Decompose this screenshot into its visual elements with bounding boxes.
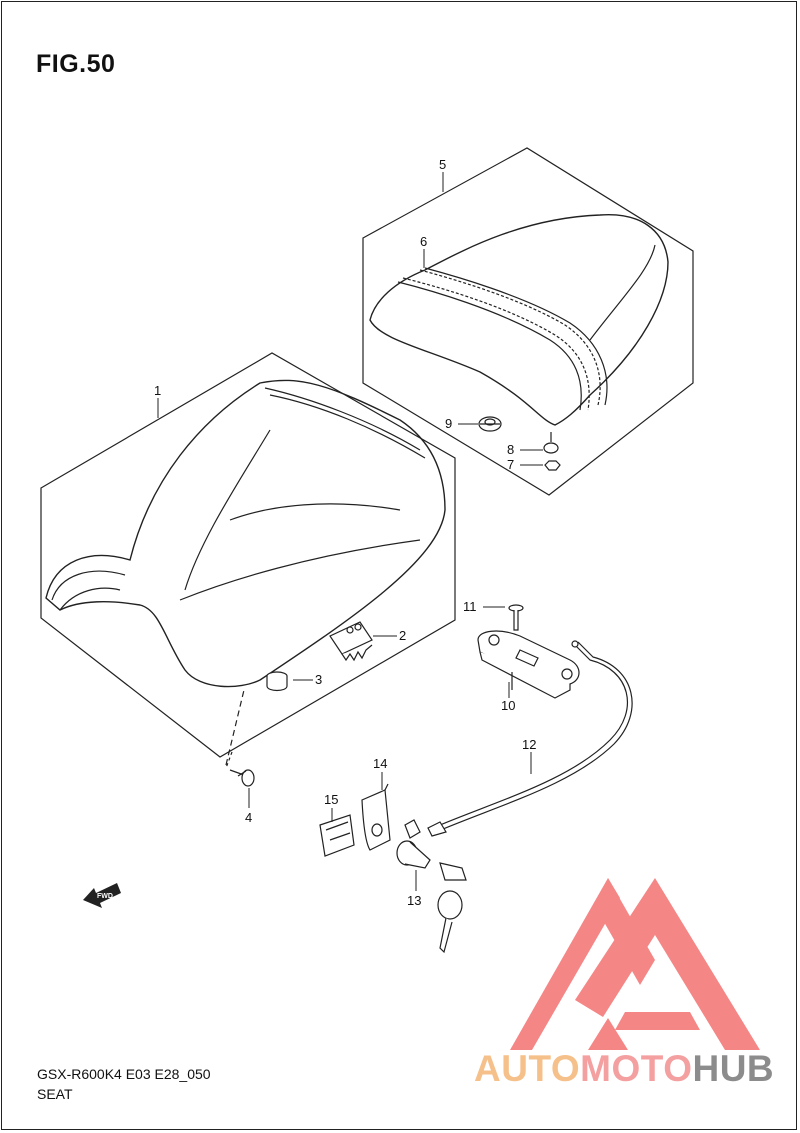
callout-7: 7 <box>507 457 514 472</box>
watermark-hub: HUB <box>692 1048 775 1089</box>
watermark-moto: MOTO <box>580 1048 693 1089</box>
part-10-latch-plate <box>477 630 580 699</box>
part-13-lock-key <box>396 819 467 954</box>
callout-13: 13 <box>407 893 421 908</box>
part-3-cushion <box>266 671 288 692</box>
callout-3: 3 <box>315 672 322 687</box>
part-11-screw <box>508 604 524 631</box>
part-2-clip <box>329 621 373 662</box>
footer-model-code: GSX-R600K4 E03 E28_050 <box>37 1066 211 1082</box>
callout-5: 5 <box>439 157 446 172</box>
callout-9: 9 <box>445 416 452 431</box>
callout-10: 10 <box>501 698 515 713</box>
part-7-nut <box>544 460 561 471</box>
callout-4: 4 <box>245 810 252 825</box>
callout-1: 1 <box>154 383 161 398</box>
seat-front-assembly <box>40 352 456 758</box>
part-15-clip <box>319 814 355 857</box>
part-12-cable <box>427 640 633 837</box>
callout-2: 2 <box>399 628 406 643</box>
fwd-arrow-icon: FWD <box>83 883 121 908</box>
part-9-grommet <box>478 416 502 432</box>
part-14-bracket <box>361 783 391 851</box>
figure-title: FIG.50 <box>36 50 116 78</box>
watermark-logo-icon <box>510 878 760 1050</box>
watermark-text: AUTOMOTOHUB <box>474 1048 774 1090</box>
part-8-washer <box>543 432 559 454</box>
leader-lines <box>157 172 543 891</box>
callout-11: 11 <box>463 599 477 614</box>
callout-15: 15 <box>324 792 338 807</box>
footer-section: SEAT <box>37 1086 73 1102</box>
callout-14: 14 <box>373 756 387 771</box>
callout-6: 6 <box>420 234 427 249</box>
watermark-auto: AUTO <box>474 1048 581 1089</box>
callout-numbers: 1 2 3 4 5 6 7 8 9 10 11 12 13 14 15 <box>154 157 536 908</box>
seat-rear-assembly <box>362 147 694 496</box>
part-4-bolt <box>225 689 255 787</box>
fwd-label: FWD <box>97 893 113 900</box>
callout-8: 8 <box>507 442 514 457</box>
callout-12: 12 <box>522 737 536 752</box>
